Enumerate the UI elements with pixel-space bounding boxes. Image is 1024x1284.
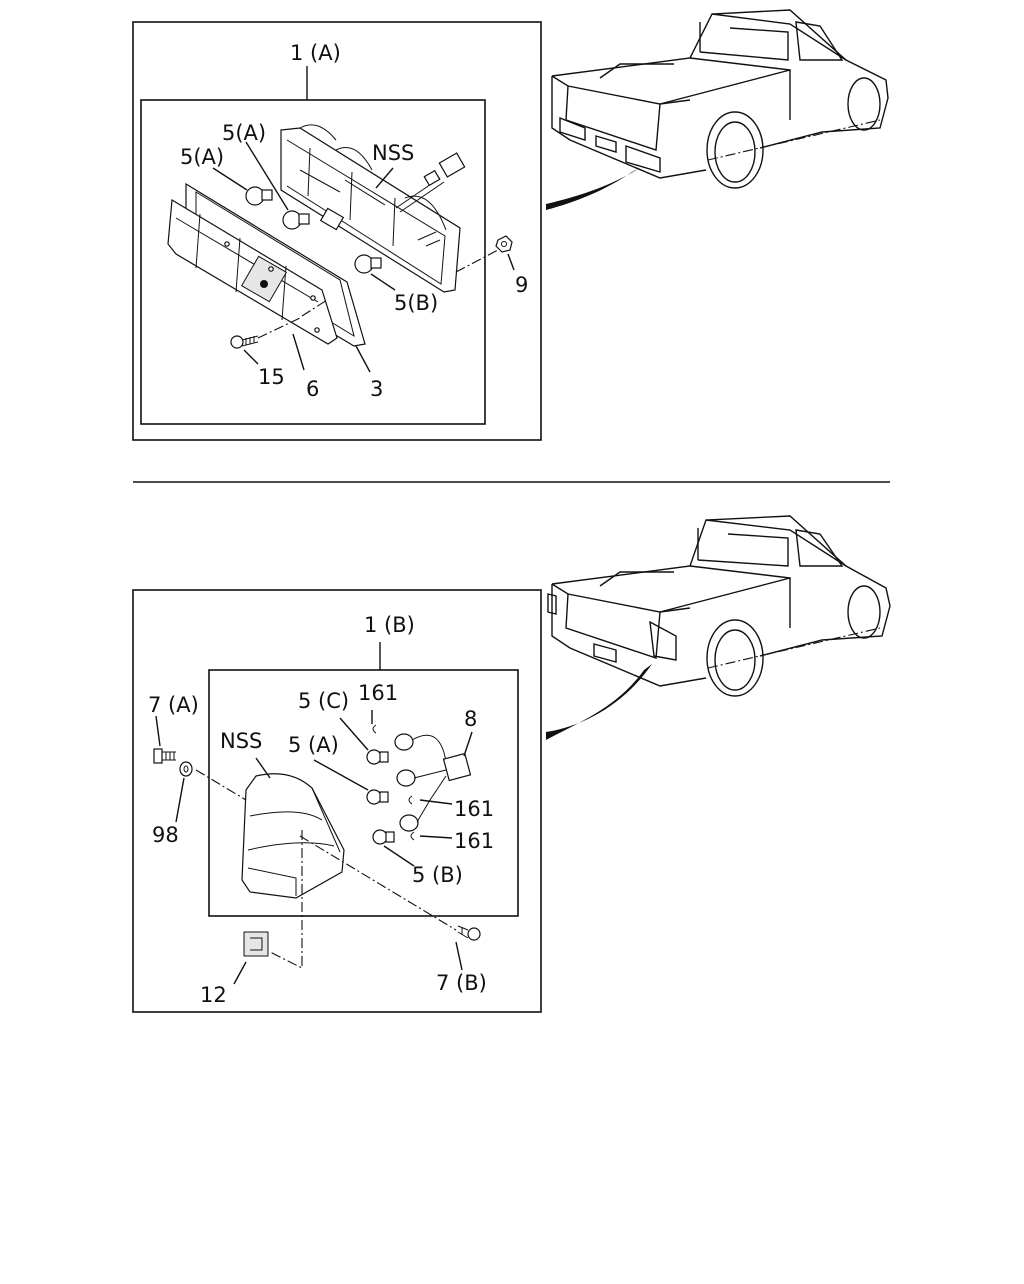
callout-screw-7b: 7 (B)	[436, 971, 487, 995]
clip-icon	[372, 724, 415, 841]
lamp-lens	[167, 198, 338, 345]
assembly-label-1b: 1 (B)	[364, 613, 415, 637]
callout-nss-top: NSS	[372, 141, 414, 165]
vertical-tail-lamp	[241, 773, 345, 899]
callout-bulb-5c: 5 (C)	[298, 689, 349, 713]
rear-lamp-housing	[280, 124, 466, 293]
pickup-truck-rear-view-icon	[546, 9, 889, 210]
callout-clip-12: 12	[200, 983, 227, 1007]
callout-bulb-5a: 5 (A)	[288, 733, 339, 757]
pickup-truck-rear-view-icon	[546, 515, 891, 740]
callout-nut-9: 9	[515, 273, 528, 297]
callout-socket-161-top: 161	[358, 681, 398, 705]
screw-icon	[230, 335, 259, 349]
callout-bulb-b: 5(B)	[394, 291, 438, 315]
callout-screw-7a: 7 (A)	[148, 693, 199, 717]
callout-screw-15: 15	[258, 365, 285, 389]
callout-bulb-5b: 5 (B)	[412, 863, 463, 887]
callout-washer-98: 98	[152, 823, 179, 847]
callout-bulb-a-mid: 5(A)	[222, 121, 266, 145]
callout-bulb-a-left: 5(A)	[180, 145, 224, 169]
callout-gasket-3: 3	[370, 377, 383, 401]
clip-icon	[243, 931, 269, 957]
callout-connector-8: 8	[464, 707, 477, 731]
callout-socket-161-low: 161	[454, 829, 494, 853]
washer-icon	[179, 761, 193, 777]
lamp-bulb-icon	[372, 829, 395, 845]
callout-nss-bottom: NSS	[220, 729, 262, 753]
bottom-inner-frame	[208, 669, 519, 917]
callout-socket-161-mid: 161	[454, 797, 494, 821]
lamp-bulb-icon	[354, 254, 382, 274]
lamp-bulb-icon	[366, 749, 389, 765]
callout-lens-6: 6	[306, 377, 319, 401]
nut-icon	[495, 235, 513, 253]
assembly-label-1a: 1 (A)	[290, 41, 341, 65]
top-assembly: 1 (A)	[132, 21, 542, 441]
screw-icon	[457, 925, 481, 941]
lamp-bulb-icon	[282, 210, 310, 230]
socket-harness	[394, 733, 472, 832]
top-outer-frame	[132, 21, 542, 441]
bottom-outer-frame	[132, 589, 542, 1013]
bottom-assembly: 1 (B)	[132, 589, 542, 1013]
lamp-bulb-icon	[366, 789, 389, 805]
screw-icon	[153, 748, 176, 764]
lamp-bulb-icon	[245, 186, 273, 206]
top-inner-frame	[140, 99, 486, 425]
